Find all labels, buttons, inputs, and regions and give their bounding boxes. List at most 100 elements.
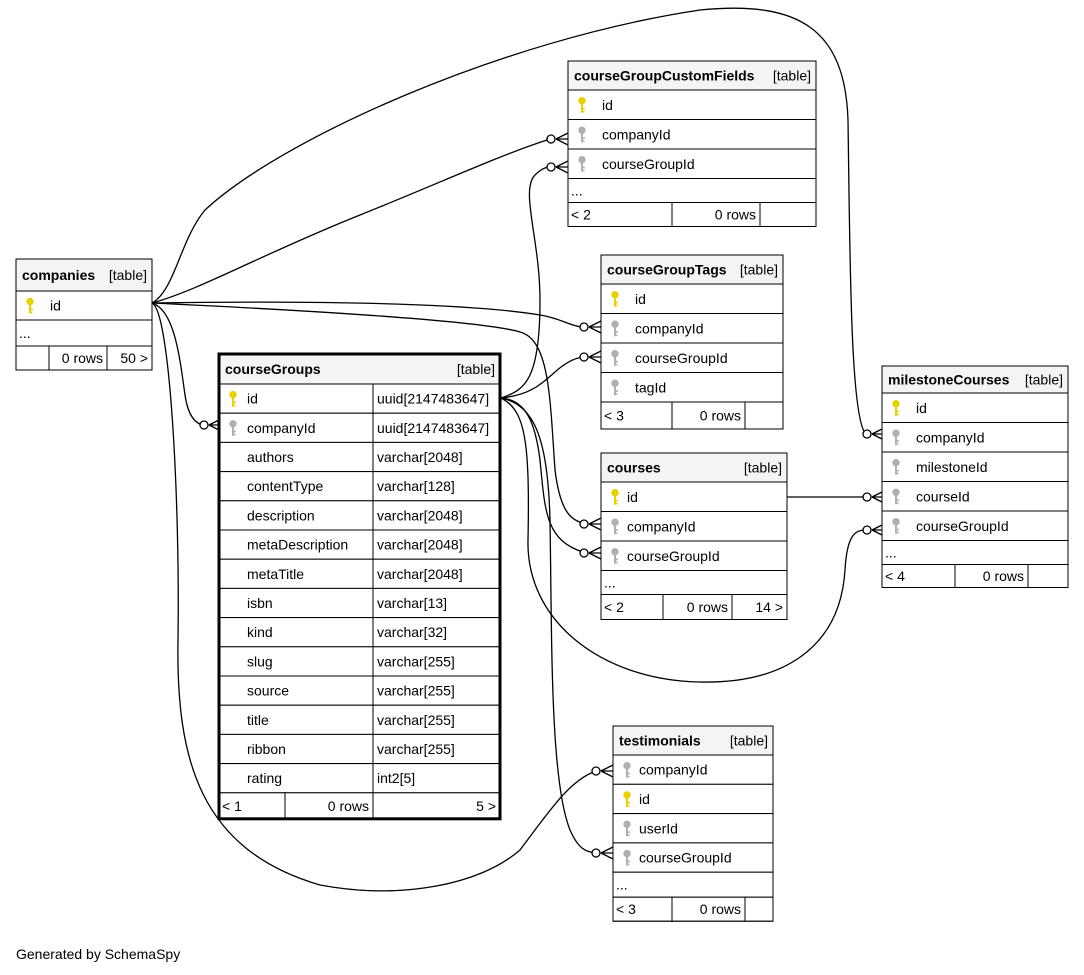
column-name: courseGroupId — [639, 850, 732, 866]
parents-count[interactable]: < 2 — [604, 599, 624, 615]
table-milestoneCourses[interactable]: milestoneCourses[table]idcompanyIdmilest… — [881, 365, 1069, 588]
children-count[interactable]: 50 > — [120, 350, 148, 366]
marker-milestonecourses-coursegroupid — [862, 523, 885, 537]
column-row[interactable]: companyId — [600, 511, 788, 542]
column-name: id — [635, 291, 646, 307]
more-columns-ellipsis: ... — [571, 183, 583, 199]
table-kind: [table] — [730, 733, 768, 749]
table-name: testimonials — [619, 733, 701, 749]
marker-courses-companyid — [579, 517, 602, 531]
primary-key-icon — [26, 297, 34, 314]
column-row[interactable]: milestoneId — [881, 451, 1069, 482]
column-type: varchar[255] — [377, 653, 455, 669]
column-type: varchar[128] — [377, 478, 455, 494]
column-row[interactable]: id — [567, 89, 817, 120]
column-type: uuid[2147483647] — [377, 420, 489, 436]
marker-milestonecourses-courseid — [862, 490, 885, 504]
foreign-key-icon — [578, 156, 586, 172]
footer-cell — [671, 202, 761, 227]
column-name: id — [50, 298, 61, 314]
column-type: varchar[255] — [377, 741, 455, 757]
parents-count[interactable]: < 3 — [616, 901, 636, 917]
column-name: id — [639, 791, 650, 807]
column-row[interactable]: courseGroupId — [600, 540, 788, 571]
table-kind: [table] — [109, 267, 147, 283]
table-kind: [table] — [773, 68, 811, 84]
column-cell — [218, 529, 501, 560]
column-cell — [600, 372, 784, 403]
footer-cell — [759, 202, 817, 227]
column-row[interactable]: companyId — [881, 422, 1069, 453]
table-courseGroupCustomFields[interactable]: courseGroupCustomFields[table]idcompanyI… — [567, 60, 817, 227]
column-row[interactable]: id — [600, 283, 784, 314]
column-row[interactable]: courseGroupId — [600, 342, 784, 373]
footer-cell — [744, 896, 774, 922]
column-row[interactable]: id — [600, 481, 788, 512]
column-type: varchar[2048] — [377, 507, 463, 523]
column-row[interactable]: courseGroupId — [881, 510, 1069, 541]
primary-key-icon — [623, 791, 631, 807]
column-row[interactable]: tagId — [600, 372, 784, 403]
footer-cell — [662, 594, 733, 620]
column-row[interactable]: companyId — [567, 119, 817, 150]
column-cell — [218, 733, 501, 765]
column-row[interactable]: id — [881, 392, 1069, 423]
table-header — [567, 60, 817, 91]
table-courses[interactable]: courses[table]idcompanyIdcourseGroupId..… — [600, 452, 788, 620]
column-row[interactable]: companyId — [600, 313, 784, 344]
table-courseGroupTags[interactable]: courseGroupTags[table]idcompanyIdcourseG… — [600, 254, 784, 430]
column-name: courseGroupId — [627, 548, 720, 564]
column-type: varchar[2048] — [377, 566, 463, 582]
more-columns-ellipsis: ... — [19, 325, 31, 341]
column-name: userId — [639, 820, 678, 836]
column-cell — [218, 646, 501, 677]
table-testimonials[interactable]: testimonials [table] companyId id userId cour… — [612, 725, 774, 922]
footer-cell — [600, 594, 664, 620]
parents-count[interactable]: < 1 — [222, 798, 242, 814]
column-row[interactable]: companyId — [612, 754, 774, 785]
column-name: authors — [247, 449, 294, 465]
table-name: courseGroups — [225, 361, 321, 377]
footer-cell — [567, 202, 673, 227]
column-row[interactable]: userId — [612, 813, 774, 844]
primary-key-icon — [611, 489, 619, 505]
footer-cell — [744, 401, 784, 430]
footer-cell — [106, 345, 153, 371]
column-row[interactable]: courseId — [881, 481, 1069, 512]
column-row[interactable]: courseGroupId — [567, 148, 817, 179]
children-count[interactable]: 14 > — [755, 599, 783, 615]
parents-count[interactable]: < 3 — [604, 408, 624, 424]
column-row[interactable]: id — [15, 290, 153, 321]
children-count[interactable]: 5 > — [476, 798, 496, 814]
edge-companies-milestonecourses — [151, 7, 867, 435]
column-row[interactable]: id — [612, 783, 774, 815]
marker-coursegroupcustomfields-companyid — [546, 132, 569, 146]
footer-cell — [671, 401, 746, 430]
column-type: varchar[255] — [377, 683, 455, 699]
edge-coursegroups-courses — [500, 397, 584, 553]
column-name: companyId — [627, 518, 695, 534]
parents-count[interactable]: < 2 — [571, 207, 591, 223]
parents-count[interactable]: < 4 — [885, 568, 905, 584]
column-cell — [15, 290, 153, 321]
column-cell — [218, 617, 501, 648]
column-row[interactable]: courseGroupId — [612, 842, 774, 873]
